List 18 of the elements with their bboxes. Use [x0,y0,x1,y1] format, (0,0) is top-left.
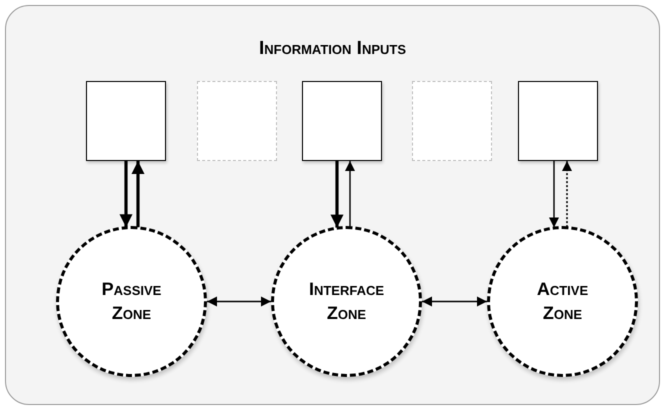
input-box [518,81,598,161]
arrow [562,161,572,228]
dashed-box [197,81,277,161]
input-box [86,81,166,161]
zone-label: Interface Zone [308,278,386,324]
arrow [120,161,132,228]
arrow [330,161,344,228]
arrow [345,161,355,228]
panel-heading: Information Inputs [258,38,408,60]
zone-label: Active Zone [536,278,590,324]
panel-background [5,5,660,405]
dashed-box [412,81,492,161]
arrow [422,296,487,306]
arrow [132,161,144,228]
zone-label: Passive Zone [100,278,162,324]
arrow [549,161,559,228]
arrow [207,296,271,306]
input-box [302,81,382,161]
